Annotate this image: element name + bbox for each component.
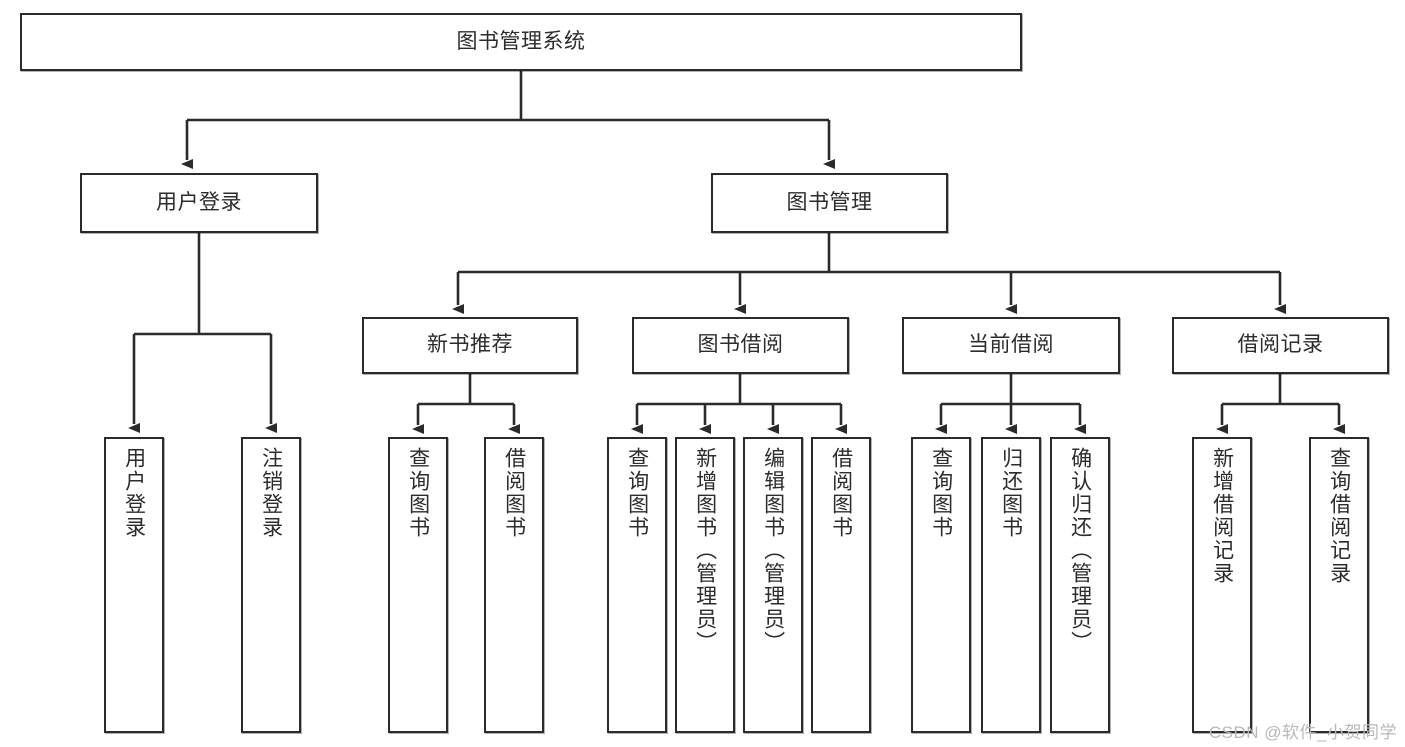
- node-borrow-record-label: 借阅记录: [1237, 333, 1324, 357]
- node-new-book-recommend-label: 新书推荐: [427, 333, 513, 357]
- node-leaf-user-login-label: 用户登录: [122, 447, 146, 539]
- node-leaf-add-book-admin-label: 新增图书（管理员）: [693, 447, 717, 654]
- node-leaf-query-book-2-label: 查询图书: [625, 447, 649, 539]
- node-current-borrow-label: 当前借阅: [968, 333, 1054, 357]
- node-leaf-add-book-admin[interactable]: 新增图书（管理员）: [675, 437, 735, 733]
- node-leaf-confirm-return-admin[interactable]: 确认归还（管理员）: [1050, 437, 1110, 733]
- node-leaf-return-book-label: 归还图书: [999, 447, 1023, 539]
- node-book-manage-label: 图书管理: [786, 190, 873, 214]
- node-current-borrow[interactable]: 当前借阅: [902, 317, 1120, 374]
- node-leaf-borrow-book-1-label: 借阅图书: [502, 447, 526, 539]
- node-leaf-return-book[interactable]: 归还图书: [981, 437, 1041, 733]
- node-leaf-borrow-book-2-label: 借阅图书: [829, 447, 853, 539]
- node-leaf-query-book-1-label: 查询图书: [406, 447, 430, 539]
- node-root[interactable]: 图书管理系统: [20, 13, 1022, 71]
- node-leaf-add-borrow-record-label: 新增借阅记录: [1210, 447, 1234, 585]
- node-leaf-query-borrow-record[interactable]: 查询借阅记录: [1309, 437, 1369, 733]
- node-leaf-query-book-3[interactable]: 查询图书: [911, 437, 971, 733]
- node-book-borrow[interactable]: 图书借阅: [632, 317, 849, 374]
- node-leaf-query-book-3-label: 查询图书: [929, 447, 953, 539]
- node-leaf-user-login[interactable]: 用户登录: [104, 437, 164, 733]
- node-root-label: 图书管理系统: [456, 29, 586, 53]
- node-user-login[interactable]: 用户登录: [80, 173, 318, 233]
- node-leaf-edit-book-admin-label: 编辑图书（管理员）: [761, 447, 785, 654]
- node-user-login-label: 用户登录: [156, 190, 242, 214]
- node-leaf-query-borrow-record-label: 查询借阅记录: [1327, 447, 1351, 585]
- node-leaf-add-borrow-record[interactable]: 新增借阅记录: [1192, 437, 1252, 733]
- node-leaf-borrow-book-2[interactable]: 借阅图书: [811, 437, 871, 733]
- node-leaf-logout-login[interactable]: 注销登录: [241, 437, 301, 733]
- csdn-watermark: CSDN @软件_小贺同学: [1208, 723, 1397, 742]
- node-leaf-borrow-book-1[interactable]: 借阅图书: [484, 437, 544, 733]
- node-book-borrow-label: 图书借阅: [697, 333, 784, 357]
- node-leaf-edit-book-admin[interactable]: 编辑图书（管理员）: [743, 437, 803, 733]
- node-leaf-query-book-2[interactable]: 查询图书: [607, 437, 667, 733]
- node-new-book-recommend[interactable]: 新书推荐: [362, 317, 578, 374]
- node-leaf-confirm-return-admin-label: 确认归还（管理员）: [1068, 447, 1092, 654]
- node-leaf-query-book-1[interactable]: 查询图书: [388, 437, 448, 733]
- node-leaf-logout-login-label: 注销登录: [259, 447, 283, 539]
- node-borrow-record[interactable]: 借阅记录: [1172, 317, 1389, 374]
- node-book-manage[interactable]: 图书管理: [711, 173, 948, 233]
